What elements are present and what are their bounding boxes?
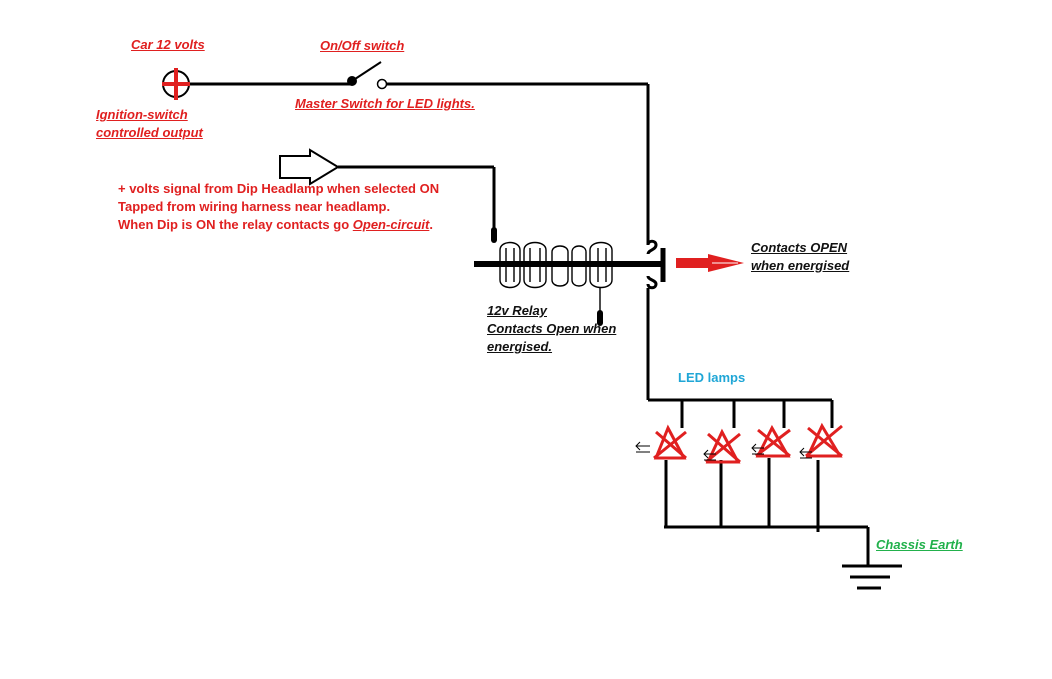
contacts-label-line1: Contacts OPEN xyxy=(751,240,848,255)
switch-title: On/Off switch xyxy=(320,38,405,53)
switch-icon xyxy=(347,61,388,90)
relay-label-line2: Contacts Open when xyxy=(487,321,617,336)
relay-label-line3: energised. xyxy=(487,339,553,354)
relay-label-line1: 12v Relay xyxy=(487,303,547,318)
signal-arrow-icon xyxy=(279,148,497,243)
supply-wire xyxy=(190,82,650,245)
signal-note-line2: Tapped from wiring harness near headlamp… xyxy=(118,199,391,214)
led-icon xyxy=(635,424,687,528)
relay-coil-icon xyxy=(474,241,663,326)
plus-terminal-icon xyxy=(162,68,190,100)
led-icon xyxy=(703,428,741,528)
led-icon xyxy=(799,422,843,532)
led-lamps-label: LED lamps xyxy=(678,370,746,385)
signal-note-line1: + volts signal from Dip Headlamp when se… xyxy=(118,181,440,196)
earth-wire xyxy=(664,525,870,566)
contacts-label-line2: when energised xyxy=(751,258,850,273)
signal-note-line3-start: When Dip is ON the relay contacts go xyxy=(118,217,353,232)
ignition-label-line2: controlled output xyxy=(96,125,203,140)
supply-title: Car 12 volts xyxy=(131,37,205,52)
led-feed-wire xyxy=(646,288,834,428)
led-icon xyxy=(751,424,791,528)
chassis-earth-label: Chassis Earth xyxy=(876,537,963,552)
open-circuit-term: Open-circuit xyxy=(352,217,430,232)
master-switch-label: Master Switch for LED lights. xyxy=(295,96,475,111)
relay-contacts-icon xyxy=(646,239,666,290)
signal-note-line3-end: . xyxy=(429,217,433,232)
signal-note-line3: When Dip is ON the relay contacts go Ope… xyxy=(118,216,433,234)
contacts-arrow-icon xyxy=(676,254,744,272)
ground-icon xyxy=(842,564,902,590)
ignition-label-line1: Ignition-switch xyxy=(96,107,188,122)
